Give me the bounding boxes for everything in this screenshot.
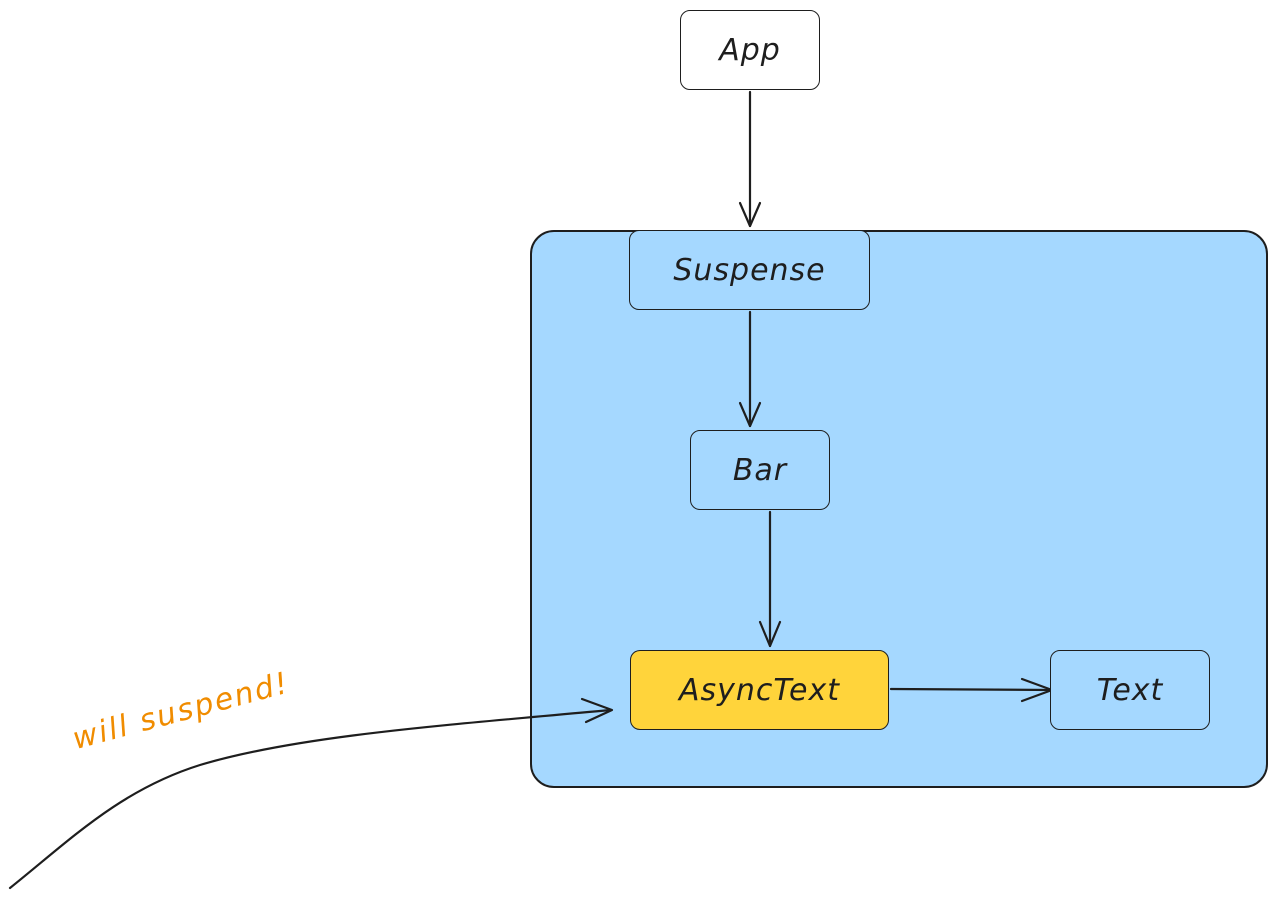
node-asynctext-label: AsyncText xyxy=(678,672,840,708)
node-suspense: Suspense xyxy=(629,230,870,310)
node-text: Text xyxy=(1050,650,1210,730)
node-bar: Bar xyxy=(690,430,830,510)
arrowhead-app-suspense xyxy=(738,201,762,228)
node-app: App xyxy=(680,10,820,90)
annotation-will-suspend: will suspend! xyxy=(68,665,294,757)
node-bar-label: Bar xyxy=(732,452,788,488)
node-asynctext: AsyncText xyxy=(630,650,889,730)
node-app-label: App xyxy=(719,32,781,68)
node-text-label: Text xyxy=(1096,672,1164,708)
node-suspense-label: Suspense xyxy=(673,252,826,288)
